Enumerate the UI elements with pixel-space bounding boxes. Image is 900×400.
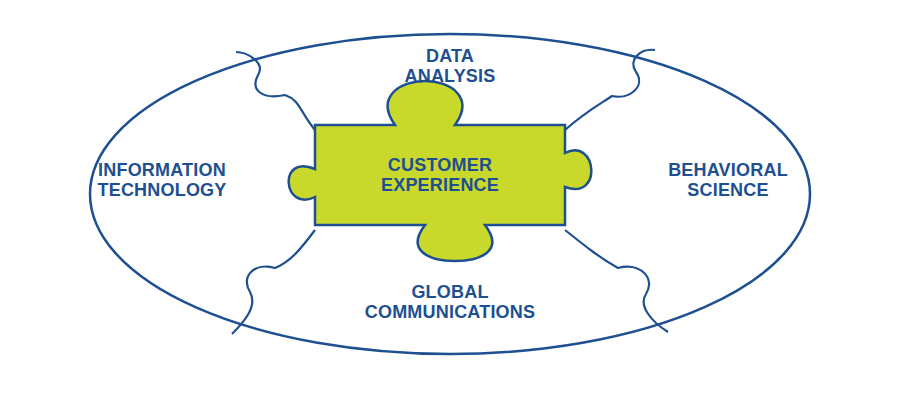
piece-label: GLOBAL COMMUNICATIONS: [350, 282, 550, 322]
piece-label: INFORMATION TECHNOLOGY: [77, 160, 247, 200]
puzzle-piece-label: BEHAVIORAL SCIENCE: [658, 160, 798, 200]
piece-label: DATA ANALYSIS: [385, 46, 515, 86]
piece-label: CUSTOMER EXPERIENCE: [365, 155, 515, 195]
puzzle-piece-outline: [289, 81, 592, 261]
puzzle-piece-label: INFORMATION TECHNOLOGY: [77, 160, 247, 200]
piece-label: BEHAVIORAL SCIENCE: [658, 160, 798, 200]
puzzle-piece-label: DATA ANALYSIS: [385, 46, 515, 86]
center-puzzle-piece: CUSTOMER EXPERIENCE: [275, 75, 605, 265]
puzzle-piece-label: GLOBAL COMMUNICATIONS: [350, 282, 550, 322]
